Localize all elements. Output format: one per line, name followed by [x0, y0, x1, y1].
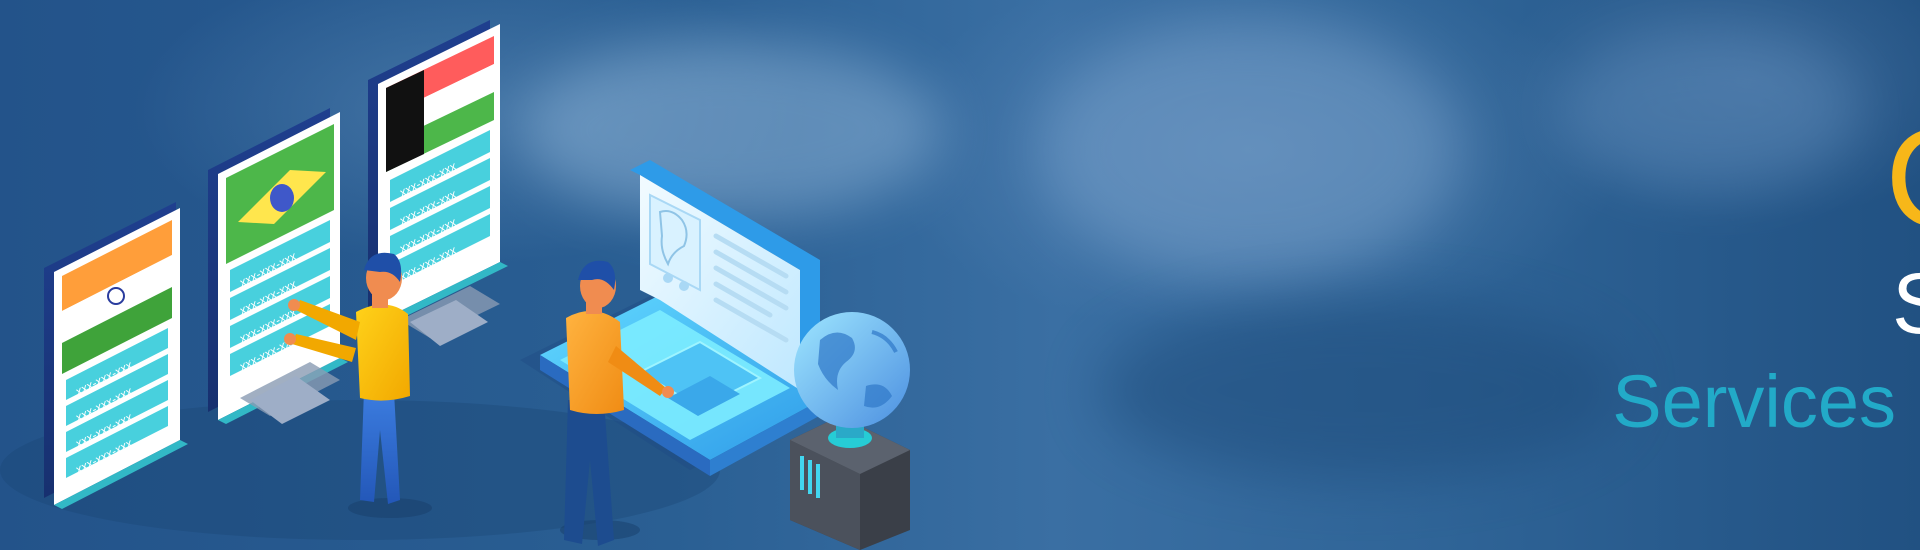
number-row: [230, 248, 330, 320]
card-stand-top: [250, 376, 330, 424]
person-pointing: [284, 252, 432, 518]
number-row: [390, 186, 490, 258]
text-line: [713, 281, 773, 318]
background-blur-shape: [1560, 30, 1860, 190]
device-light: [816, 464, 820, 498]
number-row: [390, 214, 490, 286]
background-blur-shape: [1040, 20, 1460, 280]
flag-stripe-white: [62, 255, 172, 343]
background-blur-shape: [1100, 300, 1620, 480]
uae-flag-icon: [386, 70, 424, 172]
map-icon: [649, 193, 701, 292]
device-light: [808, 460, 812, 494]
flag-stripe-green: [62, 287, 172, 374]
number-row: [66, 328, 168, 400]
number-row: [66, 406, 168, 478]
number-row: [230, 304, 330, 376]
number-row: [66, 354, 168, 426]
number-row: [230, 220, 330, 292]
headline-tagline: Services: [1612, 360, 1896, 443]
phone-card-brazil: xxx-xxx-xxx xxx-xxx-xxx xxx-xxx-xxx xxx-…: [208, 108, 348, 424]
globe-device: [790, 312, 910, 550]
text-line: [713, 233, 789, 279]
background-blur-shape: [520, 40, 940, 220]
number-row: [230, 276, 330, 348]
headline-title: CRM: [1885, 108, 1920, 248]
text-line: [713, 249, 789, 295]
headline-subtitle: Software Development: [1892, 258, 1920, 350]
number-row: [390, 130, 490, 202]
phone-card-uae: xxx-xxx-xxx xxx-xxx-xxx xxx-xxx-xxx xxx-…: [368, 20, 508, 346]
card-stand-top: [410, 300, 488, 346]
number-row: [66, 380, 168, 452]
headline-block: CRM Software Development Services: [930, 0, 1920, 550]
text-line: [713, 297, 789, 343]
crm-illustration: xxx-xxx-xxx xxx-xxx-xxx xxx-xxx-xxx xxx-…: [0, 20, 910, 550]
brazil-flag-icon: [270, 184, 294, 212]
phone-card-india: xxx-xxx-xxx xxx-xxx-xxx xxx-xxx-xxx xxx-…: [44, 202, 188, 509]
flag-stripe-saffron: [62, 220, 172, 311]
number-row: [390, 158, 490, 230]
person-laptop: [560, 260, 674, 546]
globe-icon: [794, 312, 910, 428]
india-flag-icon: [107, 287, 125, 305]
device-light: [800, 456, 804, 490]
text-line: [713, 265, 789, 311]
